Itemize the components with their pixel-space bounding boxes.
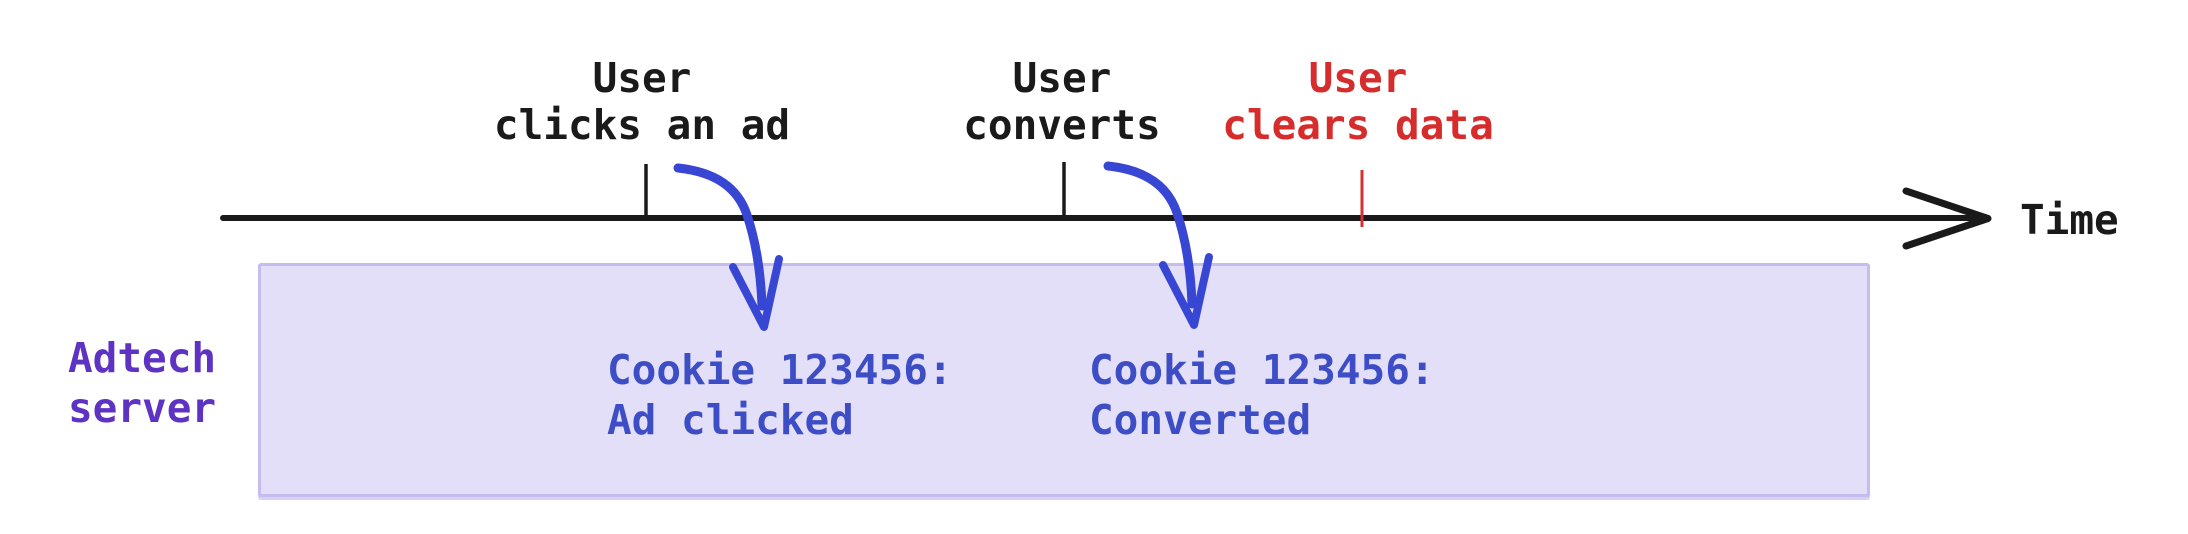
event-label-data-clear: User clears data xyxy=(1222,54,1494,149)
annotation-arrow-down-icon xyxy=(673,163,783,331)
adtech-server-label: Adtech server xyxy=(68,334,217,432)
event-label-conversion: User converts xyxy=(963,54,1161,149)
timeline-arrowhead-icon xyxy=(1902,187,1992,250)
time-axis-label: Time xyxy=(2020,196,2119,244)
cookie-record-converted: Cookie 123456: Converted xyxy=(1089,346,1435,444)
annotation-arrow-down-icon xyxy=(1103,161,1213,329)
event-label-ad-click: User clicks an ad xyxy=(493,54,791,149)
cookie-record-ad-clicked: Cookie 123456: Ad clicked xyxy=(607,346,953,444)
adtech-server-box xyxy=(258,263,1870,497)
